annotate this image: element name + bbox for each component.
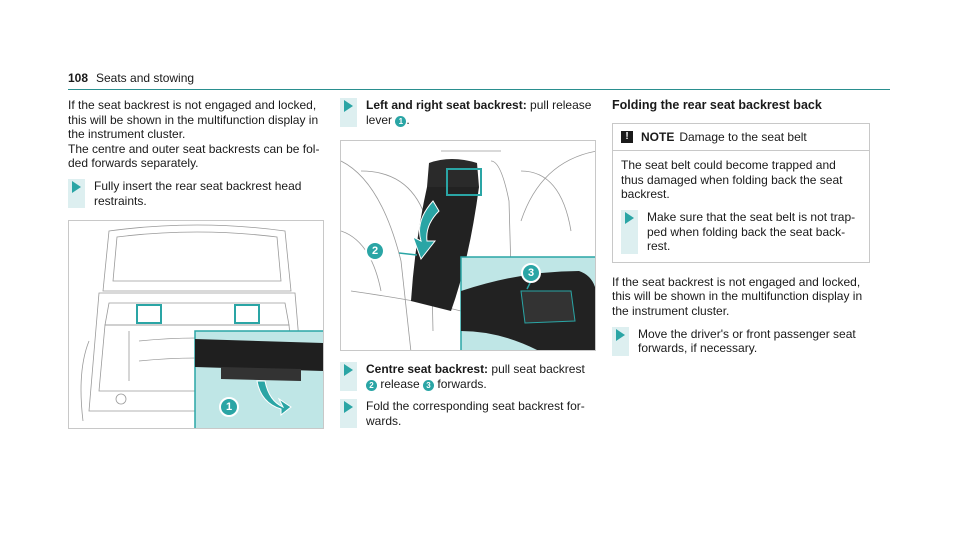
seat-illustration — [341, 150, 595, 350]
body-paragraph: The centre and outer seat backrests can … — [68, 141, 320, 171]
step-text: pull seat backrest — [488, 362, 585, 376]
trunk-illustration — [80, 224, 323, 428]
page-number: 108 — [68, 71, 89, 85]
figure-seat-backrest: 2 3 — [340, 140, 596, 351]
step-text: forwards. — [434, 376, 487, 391]
step-text: Move the driver's or front passenger sea… — [638, 326, 856, 356]
step-text: pull release lever — [366, 98, 592, 127]
callout-1: 1 — [219, 397, 239, 417]
column-left: If the seat backrest is not engaged and … — [68, 98, 324, 216]
instruction-step: Move the driver's or front passenger sea… — [612, 326, 870, 356]
instruction-step: Centre seat backrest: pull seat backrest… — [340, 362, 598, 392]
note-label: NOTE — [641, 129, 675, 144]
step-arrow-icon — [625, 211, 634, 224]
column-middle-lower: Centre seat backrest: pull seat backrest… — [340, 362, 598, 436]
step-arrow-icon — [344, 364, 353, 376]
body-paragraph: If the seat backrest is not engaged and … — [68, 98, 319, 142]
step-text: release — [377, 376, 424, 391]
step-text: Fold the corresponding seat backrest for… — [366, 399, 585, 428]
step-arrow-icon — [616, 328, 625, 341]
instruction-step: Left and right seat backrest: pull relea… — [340, 98, 598, 128]
inline-number-badge: 1 — [395, 115, 407, 127]
step-label: Left and right seat backrest: — [366, 98, 527, 112]
instruction-step: Fully insert the rear seat backrest head… — [68, 178, 324, 209]
inline-number-badge: 3 — [423, 379, 435, 391]
column-middle: Left and right seat backrest: pull relea… — [340, 98, 598, 135]
note-box: ! NOTE Damage to the seat belt The seat … — [612, 122, 870, 263]
step-text: Make sure that the seat belt is not trap… — [647, 209, 856, 254]
step-arrow-icon — [344, 401, 353, 414]
section-title: Seats and stowing — [96, 71, 195, 85]
note-body: The seat belt could become trapped and t… — [613, 151, 869, 262]
warning-icon: ! — [621, 130, 633, 143]
section-heading: Folding the rear seat backrest back — [612, 98, 822, 112]
instruction-step: Fold the corresponding seat backrest for… — [340, 399, 598, 429]
step-label: Centre seat backrest: — [366, 362, 489, 376]
page-header: 108 Seats and stowing — [68, 70, 890, 90]
inline-number-badge: 2 — [366, 379, 377, 391]
callout-2: 2 — [365, 241, 385, 261]
instruction-step: Make sure that the seat belt is not trap… — [621, 209, 861, 254]
note-title: Damage to the seat belt — [679, 129, 807, 144]
note-text: The seat belt could become trapped and t… — [621, 158, 843, 202]
column-right: Folding the rear seat backrest back ! NO… — [612, 98, 870, 364]
body-paragraph: If the seat backrest is not engaged and … — [612, 274, 863, 318]
note-header: ! NOTE Damage to the seat belt — [613, 124, 869, 152]
callout-3: 3 — [521, 263, 541, 283]
step-arrow-icon — [344, 100, 353, 112]
step-text-end: . — [406, 112, 410, 127]
step-text: Fully insert the rear seat backrest head… — [94, 178, 302, 208]
step-arrow-icon — [72, 180, 81, 193]
figure-trunk-release: 1 — [68, 220, 324, 429]
